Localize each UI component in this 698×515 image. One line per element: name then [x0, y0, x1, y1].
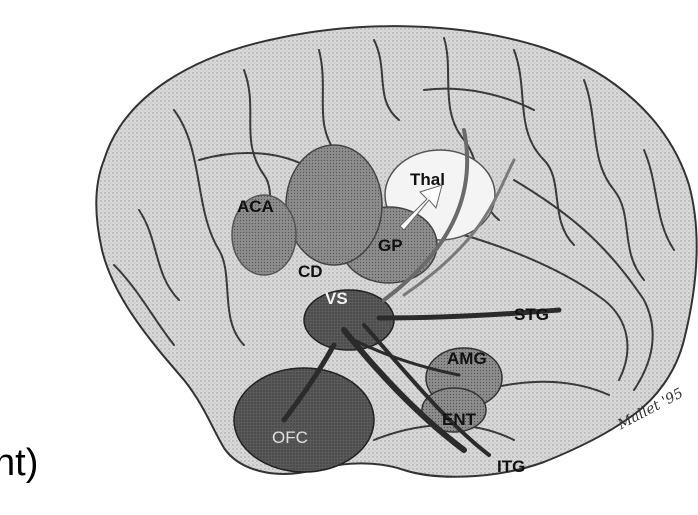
label-vs: VS: [325, 290, 348, 307]
caudate-shape: [286, 145, 382, 265]
brain-illustration: [44, 0, 698, 515]
label-thal: Thal: [410, 171, 445, 188]
label-ofc: OFC: [272, 429, 308, 446]
brain-drawing: [44, 0, 698, 515]
orbitofrontal-shape: [234, 368, 374, 472]
label-amg: AMG: [447, 350, 487, 367]
label-aca: ACA: [237, 198, 274, 215]
label-itg: ITG: [497, 458, 525, 475]
label-gp: GP: [378, 237, 403, 254]
slide-text-fragment: nt): [0, 444, 38, 482]
label-cd: CD: [298, 263, 323, 280]
label-stg: STG: [514, 306, 549, 323]
label-ent: ENT: [442, 411, 476, 428]
